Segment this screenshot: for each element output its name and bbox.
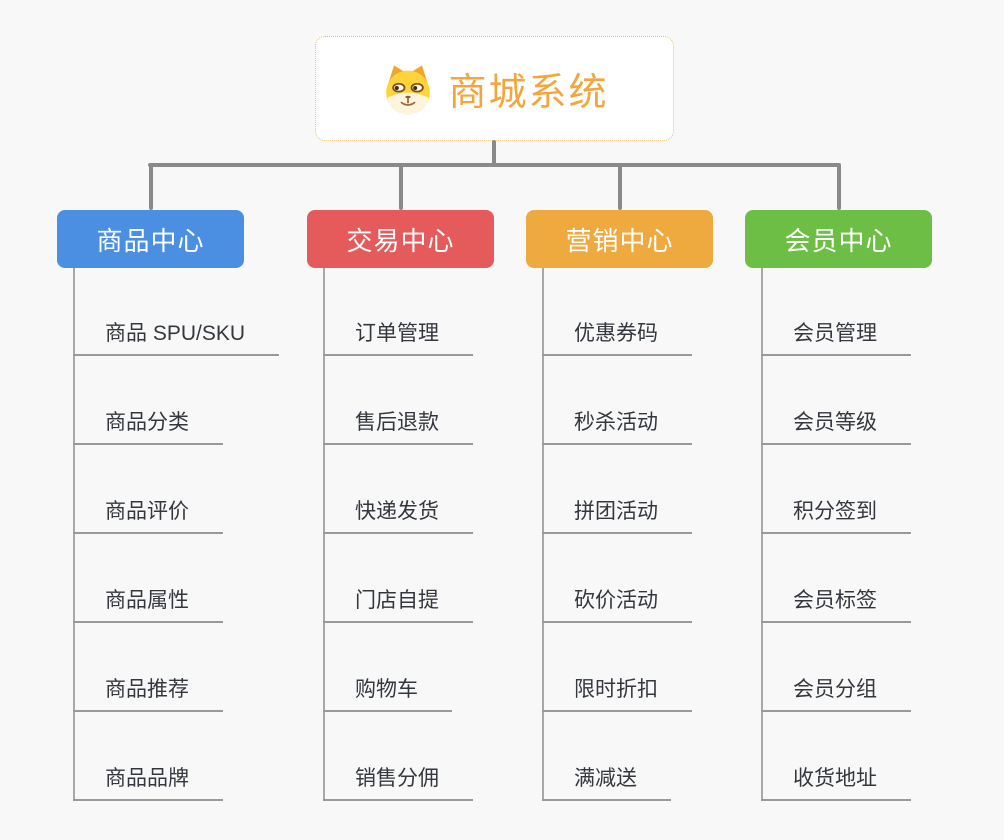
branch-header[interactable]: 商品中心 (57, 210, 244, 268)
leaf-node[interactable]: 收货地址 (761, 765, 911, 801)
connector-branch-stub (148, 163, 153, 210)
branch-spine-line (542, 268, 544, 801)
dog-face-icon (380, 61, 436, 117)
branch-header[interactable]: 交易中心 (307, 210, 494, 268)
connector-branch-stub (398, 163, 403, 210)
leaf-node[interactable]: 快递发货 (323, 498, 473, 534)
leaf-node[interactable]: 积分签到 (761, 498, 911, 534)
leaf-node[interactable]: 优惠券码 (542, 320, 692, 356)
leaf-node[interactable]: 会员分组 (761, 676, 911, 712)
branch-spine-line (73, 268, 75, 801)
leaf-node[interactable]: 会员等级 (761, 409, 911, 445)
leaf-node[interactable]: 订单管理 (323, 320, 473, 356)
leaf-node[interactable]: 门店自提 (323, 587, 473, 623)
leaf-node[interactable]: 拼团活动 (542, 498, 692, 534)
leaf-node[interactable]: 商品 SPU/SKU (73, 320, 280, 356)
connector-branch-stub (617, 163, 622, 210)
leaf-node[interactable]: 商品属性 (73, 587, 223, 623)
connector-branch-stub (836, 163, 841, 210)
leaf-node[interactable]: 购物车 (323, 676, 452, 712)
root-node[interactable]: 商城系统 (315, 36, 674, 141)
leaf-node[interactable]: 售后退款 (323, 409, 473, 445)
leaf-node[interactable]: 商品评价 (73, 498, 223, 534)
leaf-node[interactable]: 商品品牌 (73, 765, 223, 801)
leaf-node[interactable]: 砍价活动 (542, 587, 692, 623)
connector-root-stub (492, 140, 496, 166)
leaf-node[interactable]: 秒杀活动 (542, 409, 692, 445)
leaf-node[interactable]: 限时折扣 (542, 676, 692, 712)
leaf-node[interactable]: 会员管理 (761, 320, 911, 356)
leaf-node[interactable]: 商品推荐 (73, 676, 223, 712)
connector-horizontal-bar (148, 163, 840, 167)
leaf-node[interactable]: 商品分类 (73, 409, 223, 445)
branch-header[interactable]: 会员中心 (745, 210, 932, 268)
leaf-node[interactable]: 会员标签 (761, 587, 911, 623)
branch-spine-line (761, 268, 763, 801)
root-title: 商城系统 (448, 72, 609, 114)
leaf-node[interactable]: 销售分佣 (323, 765, 473, 801)
leaf-node[interactable]: 满减送 (542, 765, 671, 801)
branch-header[interactable]: 营销中心 (526, 210, 713, 268)
branch-spine-line (323, 268, 325, 801)
